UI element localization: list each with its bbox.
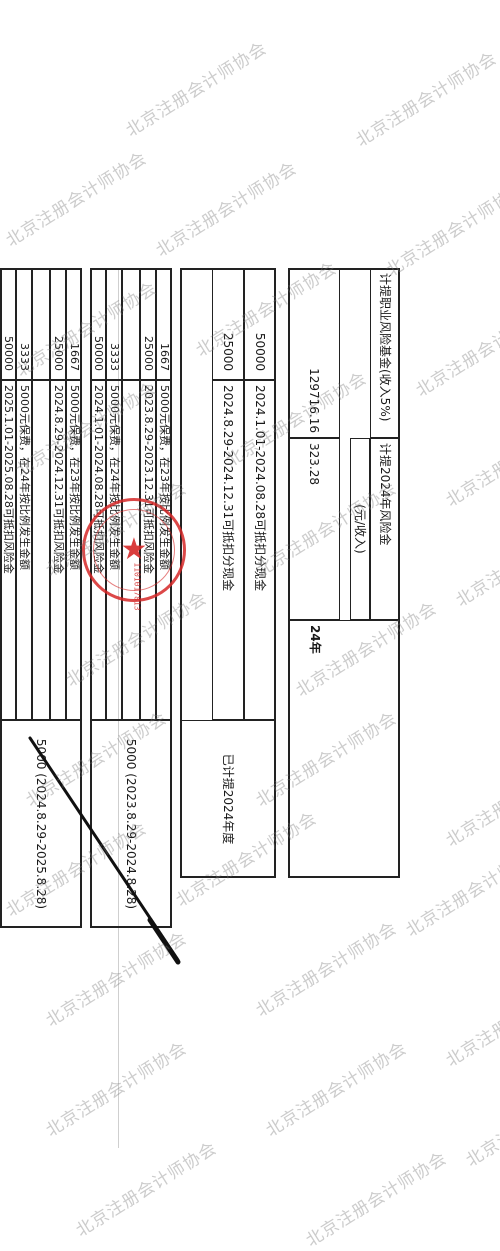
- block-a-row-4-amount: 3333: [108, 343, 121, 371]
- header-year-label: 24年: [308, 625, 322, 654]
- watermark-text: 北京注册会计师协会: [72, 1138, 221, 1242]
- watermark-text: 北京注册会计师协会: [302, 1148, 451, 1251]
- header-right-title: 计提职业风险基金(收入5%): [378, 273, 392, 422]
- block-a-row-1-amount: 1667: [158, 343, 171, 371]
- company-seal: ★ 1101017813: [82, 498, 186, 611]
- watermark-text: 北京注册会计师协会: [412, 298, 500, 402]
- block-b-row-5: 2025.1.01-2025.08.28可抵扣风险金: [0, 380, 16, 720]
- block-b-row-5-text: 2025.1.01-2025.08.28可抵扣风险金: [2, 385, 15, 574]
- header-mid-sub-cell: (元/收入): [350, 438, 370, 620]
- watermark-text: 北京注册会计师协会: [402, 838, 500, 942]
- section-2024-row-2-period: 2024.8.29-2024.12.31可抵扣分现金: [221, 385, 235, 592]
- section-2024-row-1-amount: 50000: [253, 332, 267, 371]
- watermark-text: 北京注册会计师协会: [442, 408, 500, 512]
- rotated-document: 24年 计提职业风险基金(收入5%) 计提2024年风险金 (元/收入) 129…: [0, 268, 400, 928]
- header-mid-title-cell: 计提2024年风险金: [370, 438, 400, 620]
- block-a-row-5-amount: 50000: [92, 336, 105, 371]
- seal-star-icon: ★: [120, 532, 148, 567]
- scanned-page-edge: [118, 268, 395, 1148]
- block-a-row-1-amount-cell: 1667: [156, 268, 172, 380]
- watermark-text: 北京注册会计师协会: [442, 968, 500, 1072]
- watermark-text: 北京注册会计师协会: [442, 748, 500, 852]
- header-right-title-cell: 计提职业风险基金(收入5%): [370, 268, 400, 438]
- section-2024-row-2: 2024.8.29-2024.12.31可抵扣分现金: [212, 380, 244, 720]
- watermark-text: 北京注册会计师协会: [462, 1068, 500, 1172]
- seal-inner-ring: [93, 509, 175, 591]
- block-b-row-2-amount-cell: 25000: [50, 268, 66, 380]
- header-mid-value: 323.28: [307, 443, 321, 485]
- block-b-row-4: 5000元保费，在24年按比例发生金额: [16, 380, 32, 720]
- block-a-row-2-amount: 25000: [142, 336, 155, 371]
- section-2024-label: 已计提2024年度: [221, 753, 235, 845]
- watermark-text: 北京注册会计师协会: [452, 508, 500, 612]
- block-b-row-3: [32, 380, 50, 720]
